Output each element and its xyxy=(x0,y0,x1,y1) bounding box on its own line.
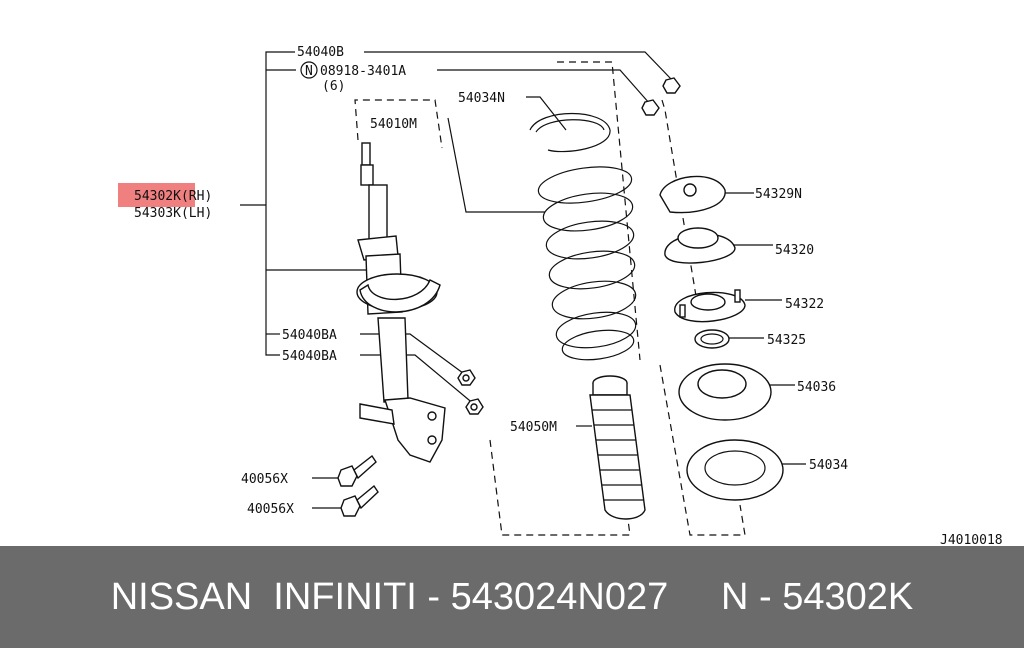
label-n-symbol: N xyxy=(305,64,313,79)
plate-54329N xyxy=(659,175,726,214)
nut-54040BA-1 xyxy=(457,369,476,386)
label-08918-qty: (6) xyxy=(322,79,345,94)
label-54040BA-1: 54040BA xyxy=(282,328,337,343)
label-54040BA-2: 54040BA xyxy=(282,349,337,364)
label-54050M: 54050M xyxy=(510,420,557,435)
nut-08918 xyxy=(641,99,660,116)
label-54320: 54320 xyxy=(775,243,814,258)
part-number-footer: NISSAN INFINITI - 543024N027 N - 54302K xyxy=(0,546,1024,648)
strut-assembly-diagram: 54040B N 08918-3401A (6) 54034N 54010M 5… xyxy=(118,45,1003,546)
dashed-group-lines xyxy=(354,61,746,536)
label-54325: 54325 xyxy=(767,333,806,348)
label-40056X-1: 40056X xyxy=(241,472,288,487)
nut-54040BA-2 xyxy=(465,398,484,415)
label-54010M: 54010M xyxy=(370,117,417,132)
part-highlight xyxy=(118,183,195,207)
coil-spring-54010M xyxy=(537,166,637,361)
ring-54325 xyxy=(694,329,730,349)
label-08918-3401A: 08918-3401A xyxy=(320,64,406,79)
nut-54040B xyxy=(662,77,681,94)
mount-54320 xyxy=(664,227,736,264)
label-54322: 54322 xyxy=(785,297,824,312)
label-54036: 54036 xyxy=(797,380,836,395)
bearing-54322 xyxy=(674,289,746,323)
n-symbol-circle xyxy=(300,61,318,79)
dust-boot-54050M xyxy=(589,375,646,520)
label-54034: 54034 xyxy=(809,458,848,473)
label-54329N: 54329N xyxy=(755,187,802,202)
bumper-54036 xyxy=(678,363,772,421)
reference-code: J4010018 xyxy=(940,533,1003,546)
spring-seat-54034N xyxy=(529,113,611,153)
label-54303K-lh: 54303K(LH) xyxy=(134,206,212,221)
footer-text: NISSAN INFINITI - 543024N027 N - 54302K xyxy=(110,575,914,618)
label-54302K-rh: 54302K(RH) xyxy=(134,189,212,204)
strut-absorber xyxy=(356,142,446,463)
leader-lines xyxy=(240,51,806,509)
label-40056X-2: 40056X xyxy=(247,502,294,517)
insulator-54034 xyxy=(686,439,784,501)
label-54034N: 54034N xyxy=(458,91,505,106)
bolt-40056X-2 xyxy=(340,484,379,517)
label-54040B: 54040B xyxy=(297,45,344,60)
bolt-40056X-1 xyxy=(337,454,377,487)
